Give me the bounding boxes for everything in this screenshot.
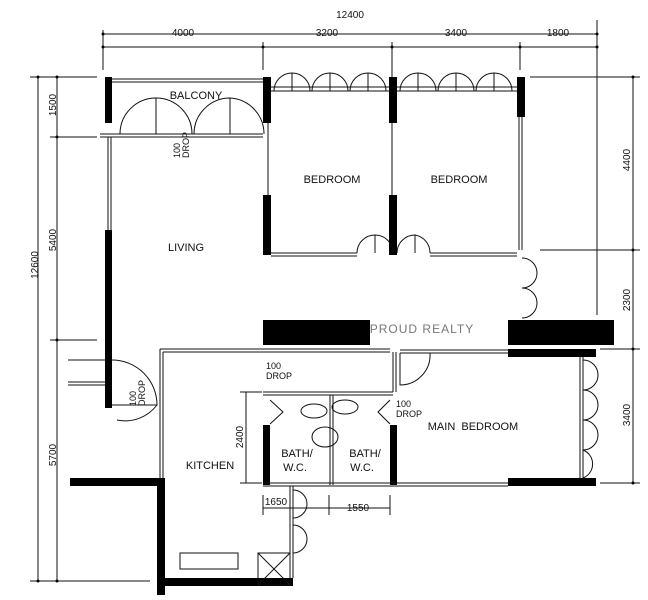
dim-left-3: 5700 — [48, 443, 59, 466]
dim-top-total: 12400 — [336, 10, 364, 21]
room-label-bedroom-1: BEDROOM — [304, 174, 361, 186]
drop-corridor-value: 100 — [266, 361, 281, 371]
room-label-bath-1-wc: W.C. — [283, 462, 307, 474]
drop-entrance-label: DROP — [137, 380, 147, 406]
sanitary-fixtures — [179, 399, 359, 586]
room-label-bath-1: BATH/ — [281, 448, 314, 460]
dimension-ticks — [36, 32, 635, 583]
dim-right-2: 2300 — [622, 288, 633, 311]
tv-console — [263, 320, 370, 345]
toilet-icon — [331, 399, 359, 415]
dim-left-total: 12600 — [30, 251, 41, 279]
drop-balcony-label: DROP — [181, 132, 191, 158]
room-label-bath-2: BATH/ — [349, 448, 382, 460]
drop-bath-label: DROP — [396, 409, 422, 419]
room-label-main-bedroom: MAIN BEDROOM — [428, 421, 518, 433]
dim-left-2: 5400 — [48, 228, 59, 251]
basin-icon — [311, 426, 339, 448]
walls — [70, 77, 614, 595]
dimension-lines — [30, 20, 640, 582]
room-label-balcony: BALCONY — [170, 90, 223, 102]
dim-right-3: 3400 — [622, 403, 633, 426]
room-label-living: LIVING — [168, 242, 204, 254]
drop-entrance-value: 100 — [128, 391, 138, 406]
dim-top-3: 3400 — [445, 28, 468, 39]
room-label-bath-2-wc: W.C. — [350, 462, 374, 474]
dim-right-1: 4400 — [622, 148, 633, 171]
dim-kitchen-height: 2400 — [235, 425, 246, 448]
drop-bath-value: 100 — [396, 399, 411, 409]
dim-bath-1: 1650 — [265, 497, 288, 508]
shaft-icon — [257, 552, 291, 586]
stove-icon — [179, 552, 239, 570]
dim-bath-2: 1550 — [347, 503, 370, 514]
drop-corridor-label: DROP — [266, 371, 292, 381]
toilet-icon — [300, 403, 328, 419]
drop-balcony-value: 100 — [172, 143, 182, 158]
room-label-bedroom-2: BEDROOM — [431, 174, 488, 186]
dim-left-1: 1500 — [48, 93, 59, 116]
door-swings — [111, 72, 599, 554]
room-label-kitchen: KITCHEN — [186, 460, 234, 472]
dim-top-2: 3200 — [316, 28, 339, 39]
watermark-logo: PROUD REALTY — [370, 322, 474, 336]
dim-top-4: 1800 — [547, 28, 570, 39]
thin-walls — [68, 78, 584, 578]
dim-top-1: 4000 — [172, 28, 195, 39]
